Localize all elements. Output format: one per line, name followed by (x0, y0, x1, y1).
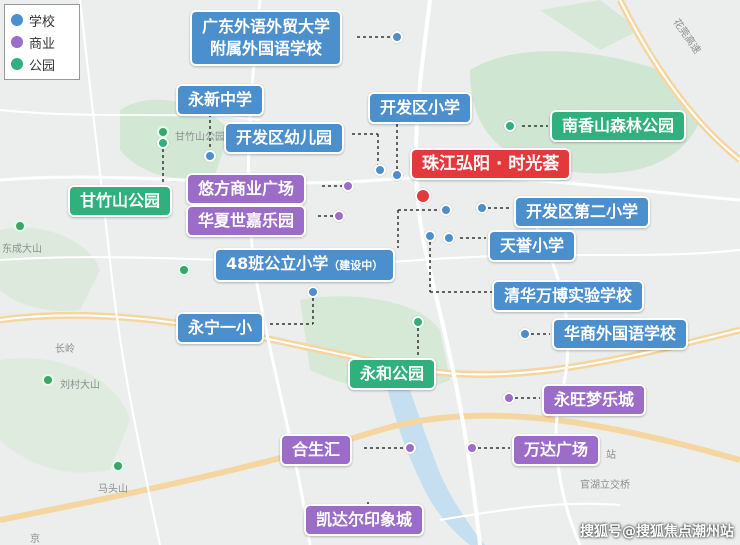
pin-nxs[interactable] (504, 120, 516, 132)
label-yongxin[interactable]: 永新中学 (176, 84, 265, 116)
pin-kfqxx[interactable] (391, 169, 403, 181)
park-dot-icon (11, 58, 23, 70)
map-text-station: 站 (606, 450, 616, 461)
pin-wanda[interactable] (466, 442, 478, 454)
pin-hswg[interactable] (519, 328, 531, 340)
pin-gw[interactable] (391, 31, 403, 43)
label-kaida[interactable]: 凯达尔印象城 (304, 504, 425, 536)
school-dot-icon (11, 14, 23, 26)
tree-icon (112, 460, 124, 472)
pin-yonghe[interactable] (412, 316, 424, 328)
pin-ywml[interactable] (503, 392, 515, 404)
map-text-jing: 京 (30, 534, 40, 545)
map-text-guanhu: 官湖立交桥 (580, 480, 630, 491)
label-wanda[interactable]: 万达广场 (512, 434, 601, 466)
pin-qhwb[interactable] (424, 230, 436, 242)
label-gw-school[interactable]: 广东外语外贸大学 附属外国语学校 (190, 10, 343, 66)
legend-commercial: 商业 (11, 31, 73, 53)
pin-tianyu[interactable] (443, 232, 455, 244)
pin-youfang[interactable] (342, 180, 354, 192)
label-kfqxx[interactable]: 开发区小学 (368, 92, 473, 124)
pin-yongxin[interactable] (204, 150, 216, 162)
legend-commercial-label: 商业 (29, 36, 56, 52)
label-48ban[interactable]: 48班公立小学（建设中） (214, 248, 396, 282)
label-youfang[interactable]: 悠方商业广场 (186, 173, 307, 205)
label-tianyu[interactable]: 天誉小学 (488, 230, 577, 262)
legend-school-label: 学校 (29, 14, 56, 30)
map-text-changling: 长岭 (55, 344, 75, 355)
label-yongning[interactable]: 永宁一小 (176, 312, 265, 344)
label-hswg[interactable]: 华商外国语学校 (552, 318, 689, 350)
label-ywml[interactable]: 永旺梦乐城 (542, 384, 647, 416)
legend-park: 公园 (11, 53, 73, 75)
pin-kfqyey[interactable] (374, 164, 386, 176)
label-huaxia[interactable]: 华夏世嘉乐园 (186, 205, 307, 237)
label-nxs[interactable]: 南香山森林公园 (550, 110, 687, 142)
map-text-gzs: 甘竹山公园 (175, 132, 225, 143)
watermark: 搜狐号@搜狐焦点潮州站 (580, 524, 734, 540)
label-gzs[interactable]: 甘竹山公园 (68, 185, 173, 217)
label-project[interactable]: 珠江弘阳 · 时光荟 (410, 148, 572, 180)
label-kfqyey[interactable]: 开发区幼儿园 (224, 122, 345, 154)
pin-gzs[interactable] (157, 137, 169, 149)
label-qhwb[interactable]: 清华万博实验学校 (492, 280, 645, 312)
label-yonghe[interactable]: 永和公园 (348, 358, 437, 390)
legend-park-label: 公园 (29, 58, 56, 74)
pin-school-a[interactable] (440, 204, 452, 216)
label-kfq2[interactable]: 开发区第二小学 (514, 196, 651, 228)
commercial-dot-icon (11, 36, 23, 48)
legend-school: 学校 (11, 9, 73, 31)
label-gw-line2: 附属外国语学校 (210, 39, 323, 58)
map-text-dongcheng: 东成大山 (2, 244, 42, 255)
label-heshenghui[interactable]: 合生汇 (280, 434, 353, 466)
label-gw-line1: 广东外语外贸大学 (202, 17, 331, 36)
tree-icon (14, 220, 26, 232)
pin-yongning[interactable] (307, 286, 319, 298)
pin-huaxia[interactable] (333, 210, 345, 222)
pin-project[interactable] (415, 188, 431, 204)
map-legend: 学校 商业 公园 (4, 4, 80, 80)
pin-kfq2[interactable] (476, 202, 488, 214)
label-48ban-text: 48班公立小学 (226, 254, 329, 273)
map-text-matou: 马头山 (98, 484, 128, 495)
label-48ban-note: （建设中） (328, 259, 384, 272)
map-text-liucun: 刘村大山 (60, 380, 100, 391)
tree-icon (42, 374, 54, 386)
tree-icon (178, 264, 190, 276)
pin-heshenghui[interactable] (404, 442, 416, 454)
